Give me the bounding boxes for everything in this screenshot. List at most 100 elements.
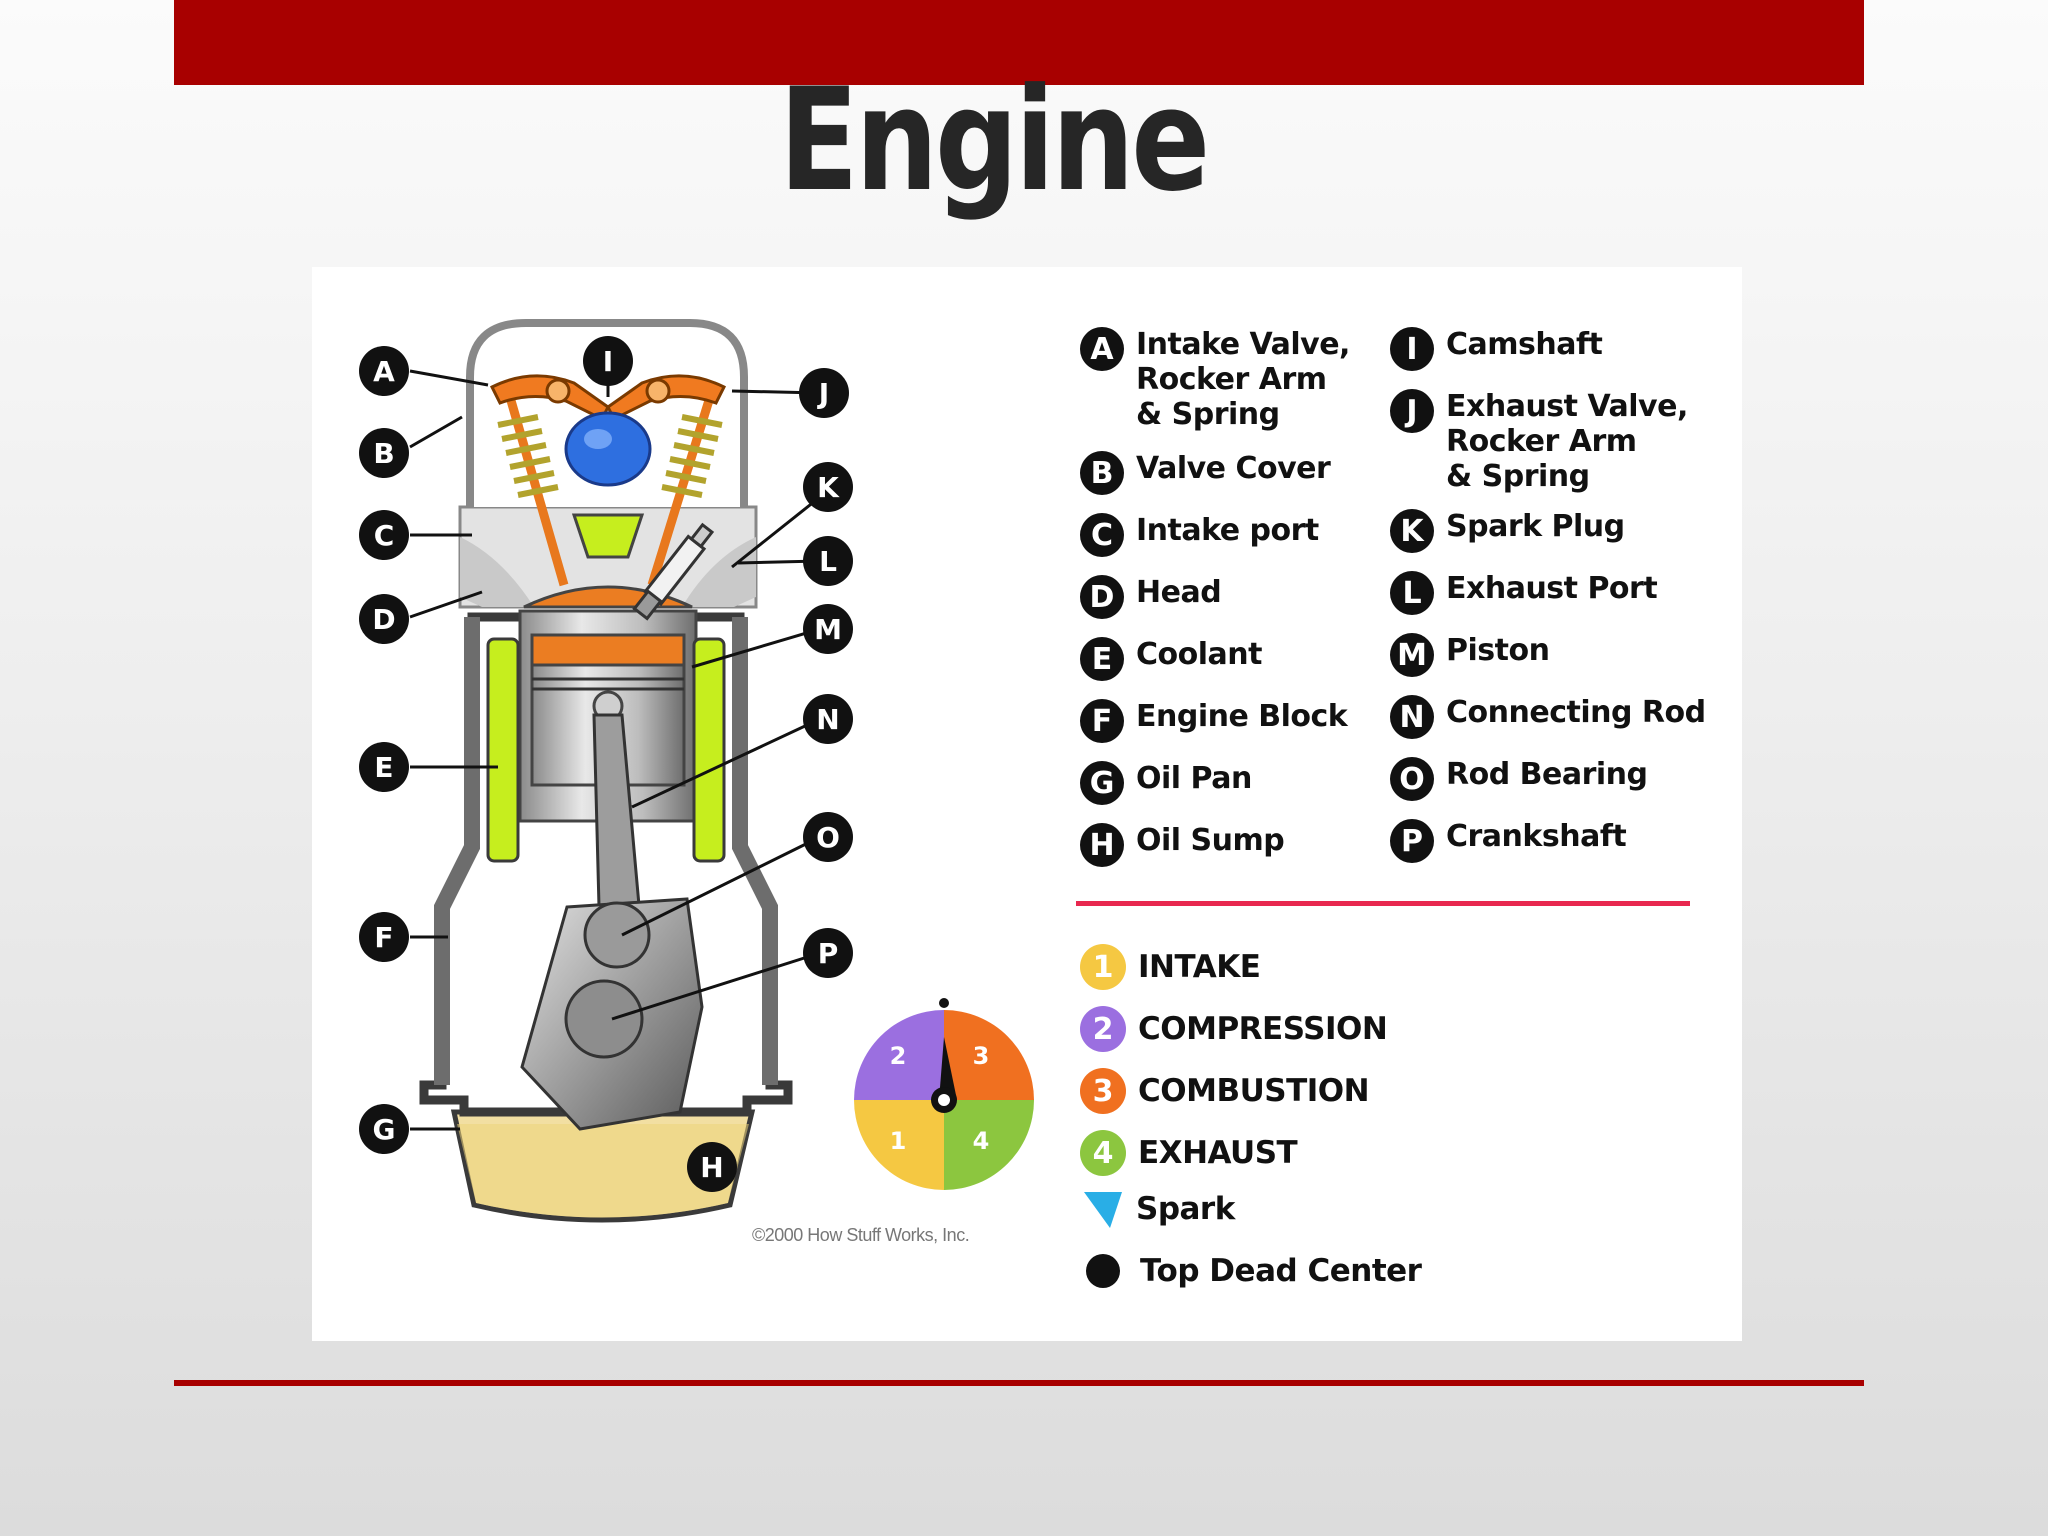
legend-badge: M [1390, 633, 1434, 677]
footer-accent-rule [174, 1380, 1864, 1386]
dial-sector-combustion [944, 1010, 1034, 1100]
dial-sector-intake [854, 1100, 944, 1190]
callout-N [803, 694, 853, 744]
engine-cutaway-diagram: A B C D E F G H I J K L M N O P 3 4 [359, 319, 1034, 1223]
legend-label: Valve Cover [1136, 451, 1331, 486]
legend-item: F Engine Block [1080, 699, 1348, 743]
stroke-legend-item: 4 EXHAUST [1080, 1130, 1298, 1176]
stroke-label: COMBUSTION [1138, 1073, 1370, 1109]
stroke-badge: 3 [1080, 1068, 1126, 1114]
marker-legend-item: Spark [1080, 1186, 1235, 1232]
callout-D-letter: D [372, 603, 395, 636]
stroke-label: INTAKE [1138, 949, 1261, 985]
legend-item: D Head [1080, 575, 1222, 619]
callout-M-letter: M [814, 613, 842, 646]
callout-H-letter: H [700, 1151, 723, 1184]
legend-label: Piston [1446, 633, 1550, 668]
stroke-cycle-dial: 3 4 1 2 [854, 998, 1034, 1190]
callout-M [803, 604, 853, 654]
legend-badge: H [1080, 823, 1124, 867]
callout-D [359, 594, 409, 644]
legend-label: Intake Valve, Rocker Arm & Spring [1136, 327, 1350, 432]
top-dead-center-marker [939, 998, 949, 1008]
legend-badge: P [1390, 819, 1434, 863]
legend-item: H Oil Sump [1080, 823, 1285, 867]
legend-label: Coolant [1136, 637, 1262, 672]
intake-valve-spring [497, 414, 559, 498]
callout-K-letter: K [817, 471, 840, 504]
dial-label-3: 3 [973, 1042, 990, 1070]
exhaust-valve-spring [661, 414, 723, 498]
stroke-label: EXHAUST [1138, 1135, 1298, 1171]
callout-E [359, 742, 409, 792]
legend-label: Spark Plug [1446, 509, 1625, 544]
dial-sector-exhaust [944, 1100, 1034, 1190]
legend-item: P Crankshaft [1390, 819, 1627, 863]
marker-label: Spark [1136, 1191, 1235, 1227]
legend-item: N Connecting Rod [1390, 695, 1706, 739]
legend-badge: K [1390, 509, 1434, 553]
legend-badge: F [1080, 699, 1124, 743]
legend-label: Camshaft [1446, 327, 1603, 362]
legend-badge: E [1080, 637, 1124, 681]
legend-item: A Intake Valve, Rocker Arm & Spring [1080, 327, 1350, 432]
legend-label: Oil Pan [1136, 761, 1252, 796]
dial-label-2: 2 [890, 1042, 907, 1070]
legend-item: L Exhaust Port [1390, 571, 1658, 615]
marker-label: Top Dead Center [1140, 1253, 1422, 1289]
legend-item: C Intake port [1080, 513, 1319, 557]
marker-legend-item: Top Dead Center [1080, 1248, 1422, 1294]
legend-label: Exhaust Valve, Rocker Arm & Spring [1446, 389, 1688, 494]
stroke-badge: 4 [1080, 1130, 1126, 1176]
callout-J [799, 368, 849, 418]
legend-item: G Oil Pan [1080, 761, 1252, 805]
stroke-legend-item: 2 COMPRESSION [1080, 1006, 1388, 1052]
legend-label: Intake port [1136, 513, 1319, 548]
callout-F [359, 912, 409, 962]
stroke-badge: 2 [1080, 1006, 1126, 1052]
legend-label: Connecting Rod [1446, 695, 1706, 730]
stroke-label: COMPRESSION [1138, 1011, 1388, 1047]
legend-divider [1076, 901, 1690, 906]
legend-badge: L [1390, 571, 1434, 615]
legend-badge: J [1390, 389, 1434, 433]
legend-badge: G [1080, 761, 1124, 805]
callout-E-letter: E [374, 751, 393, 784]
legend-badge: O [1390, 757, 1434, 801]
callout-C-letter: C [374, 519, 395, 552]
callout-C [359, 510, 409, 560]
callout-badges: A B C D E F G H I J K L M N O P [359, 336, 853, 1192]
camshaft-lobe [564, 411, 652, 487]
legend-badge: N [1390, 695, 1434, 739]
callout-N-letter: N [816, 703, 839, 736]
legend-label: Head [1136, 575, 1222, 610]
legend-item: M Piston [1390, 633, 1550, 677]
coolant-left [486, 637, 520, 863]
piston-crown [530, 633, 686, 667]
spark-plug [632, 522, 715, 621]
stroke-legend-item: 3 COMBUSTION [1080, 1068, 1370, 1114]
callout-O [803, 812, 853, 862]
engine-diagram-panel: A B C D E F G H I J K L M N O P 3 4 [312, 267, 1742, 1341]
legend-label: Crankshaft [1446, 819, 1627, 854]
callout-B [359, 428, 409, 478]
callout-I-letter: I [603, 345, 613, 378]
dial-pointer [939, 1037, 957, 1100]
legend-item: J Exhaust Valve, Rocker Arm & Spring [1390, 389, 1688, 494]
callout-P-letter: P [818, 937, 839, 970]
top-dead-center-dot-icon [1086, 1254, 1120, 1288]
legend-item: K Spark Plug [1390, 509, 1625, 553]
callout-G [359, 1104, 409, 1154]
callout-P [803, 928, 853, 978]
callout-O-letter: O [816, 821, 840, 854]
combustion-chamber-window [571, 513, 645, 559]
legend-item: E Coolant [1080, 637, 1262, 681]
callout-G-letter: G [373, 1113, 396, 1146]
dial-label-1: 1 [890, 1127, 907, 1155]
slide-title: Engine [779, 58, 1210, 223]
callout-A-letter: A [373, 355, 395, 388]
callout-H [687, 1142, 737, 1192]
legend-label: Exhaust Port [1446, 571, 1658, 606]
title-accent-bar [174, 0, 1864, 85]
dial-sector-compression [854, 1010, 944, 1100]
